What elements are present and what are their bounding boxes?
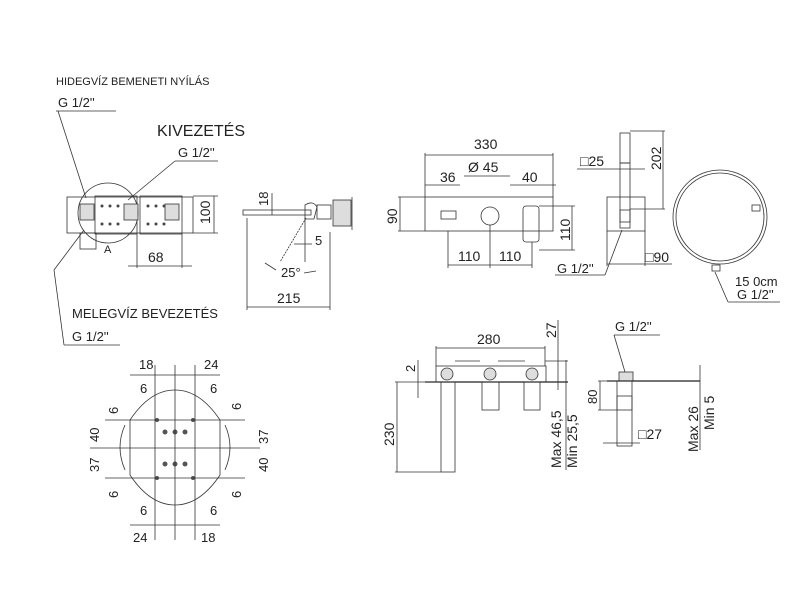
outlet-label: KIVEZETÉS [157,121,245,140]
plate-left-37: 37 [87,458,102,472]
section-offset-dim: 2 [403,365,418,372]
mounting-plate: 18 24 6 6 6 6 40 37 37 40 6 6 6 6 24 18 [87,357,271,545]
side-height-dim: 80 [585,390,600,404]
assembly-height-dim: 100 [197,200,213,224]
section-width-dim: 280 [477,331,501,347]
side-square-dim: □27 [638,426,662,442]
side-thread: G 1/2'' [615,319,652,334]
spout-angle-dim: 25° [281,265,301,280]
plate-top-right-dim: 24 [204,357,218,372]
hand-shower: □25 202 □90 G 1/2'' [555,130,672,276]
section-depth-dim: 230 [381,422,397,446]
spout-side-view: 18 5 25° 215 [242,192,353,310]
spacing-left-dim: 110 [458,248,481,264]
front-diameter-dim: Ø 45 [468,159,499,175]
shower-square-dim: □25 [580,153,604,169]
detail-mark: A [104,244,112,256]
hot-inlet-label: MELEGVÍZ BEVEZETÉS [72,306,218,321]
spacing-right-dim: 110 [499,248,522,264]
shower-base-dim: □90 [645,249,669,265]
plate-left-40: 40 [87,428,102,442]
side-min-dim: Min 5 [701,396,717,430]
section-max-dim: Max 46,5 [548,410,564,468]
front-view: 330 Ø 45 36 40 90 110 110 110 [384,136,575,268]
assembly-spacing-dim: 68 [148,249,164,265]
front-height-dim: 90 [384,208,400,224]
spout-gap-dim: 5 [315,233,322,248]
front-width-dim: 330 [474,136,498,152]
plate-top-6a: 6 [140,381,147,396]
plate-right-40: 40 [256,458,271,472]
side-section: G 1/2'' 80 □27 Max 26 Min 5 [585,319,717,452]
shower-height-dim: 202 [648,146,664,170]
handle-height-dim: 110 [557,218,573,241]
outlet-thread: G 1/2'' [178,145,215,160]
spout-length-dim: 215 [277,290,301,306]
plate-low-6b: 6 [210,503,217,518]
side-max-dim: Max 26 [685,406,701,452]
shower-thread: G 1/2'' [557,261,594,276]
hose-thread: G 1/2'' [737,287,774,302]
top-section: 280 27 2 230 Max 46,5 Min 25,5 [381,320,580,473]
plate-low-6a: 6 [140,503,147,518]
cold-inlet-label: HIDEGVÍZ BEMENETI NYÍLÁS [56,75,209,88]
hot-inlet-thread: G 1/2'' [72,329,109,344]
spout-offset-dim: 18 [256,192,271,206]
section-min-dim: Min 25,5 [564,414,580,468]
plate-bot-6b: 6 [229,491,244,498]
plate-right-37: 37 [256,430,271,444]
plate-top-left-dim: 18 [139,357,153,372]
plate-bottom-right-dim: 18 [201,530,215,545]
front-right-dim: 40 [522,169,538,185]
front-left-dim: 36 [440,169,456,185]
plate-bot-6a: 6 [106,491,121,498]
front-assembly: HIDEGVÍZ BEMENETI NYÍLÁS G 1/2'' KIVEZET… [53,75,245,346]
plate-side-6a: 6 [106,407,121,414]
cold-inlet-thread: G 1/2'' [58,95,95,110]
plate-top-6b: 6 [210,381,217,396]
hose: 15 0cm G 1/2'' [672,169,780,303]
plate-bottom-left-dim: 24 [133,530,147,545]
plate-side-6b: 6 [229,403,244,410]
section-top-dim: 27 [543,322,559,338]
hose-length: 15 0cm [735,274,778,289]
